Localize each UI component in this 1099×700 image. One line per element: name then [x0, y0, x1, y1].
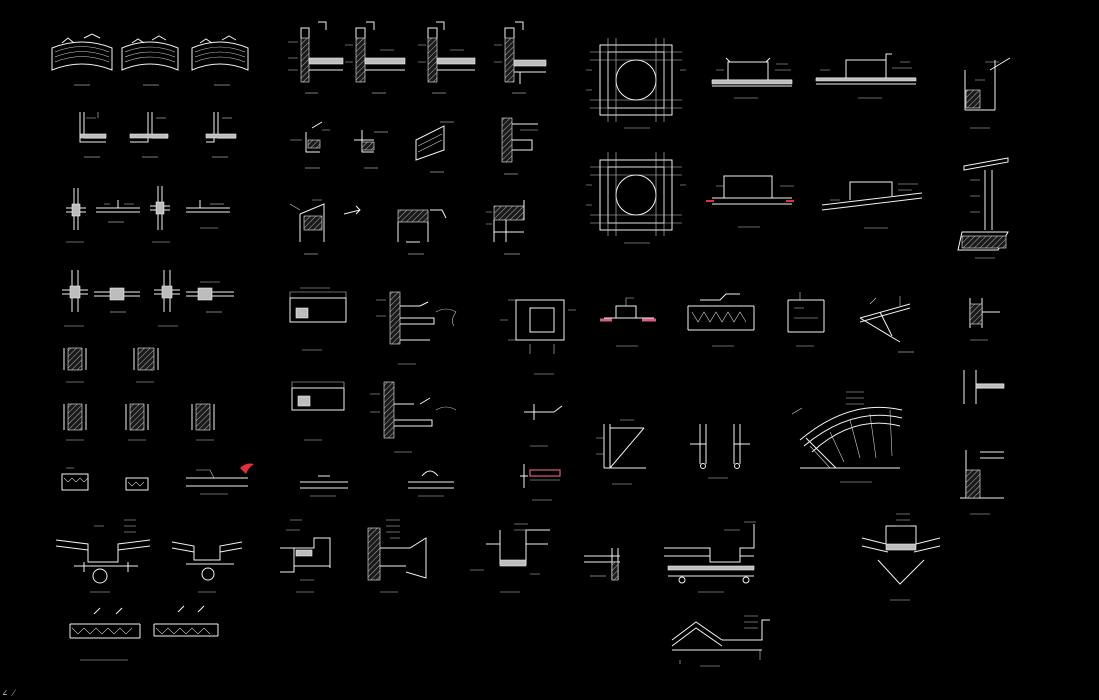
wall-cap-detail-right	[969, 298, 1000, 341]
hatched-block-5	[191, 403, 215, 441]
trough-section-1	[289, 287, 347, 351]
angle-detail-1	[79, 112, 107, 158]
parapet-section-3	[418, 21, 476, 94]
parapet-section-1	[288, 21, 344, 94]
trapezoid-gutter-section	[861, 513, 941, 601]
small-gutter-section	[584, 548, 620, 581]
skylight-section-c	[706, 175, 794, 228]
gutter-wall-detail	[501, 117, 538, 175]
curved-roof-detail-1	[51, 33, 113, 86]
column-pair-detail	[690, 424, 750, 479]
flashing-strip-1	[61, 467, 89, 491]
duct-box-section	[500, 299, 576, 375]
skylight-section-d	[821, 181, 923, 229]
parapet-section-2	[345, 21, 406, 94]
beam-connection-detail-2	[186, 200, 230, 229]
steel-bracket-elevation	[596, 419, 646, 485]
small-bracket-detail	[524, 404, 563, 447]
corner-marks: ∠ ⁄	[2, 689, 15, 699]
box-gutter-section-3	[470, 523, 550, 593]
ridge-vent-detail-pink	[600, 297, 656, 347]
roof-slab-section-e	[687, 293, 755, 347]
wall-cap-detail-right-2	[963, 370, 1005, 404]
gable-roof-section	[671, 615, 770, 667]
skylight-section-a	[711, 57, 793, 99]
skylight-plan-bottom	[586, 152, 686, 244]
curved-truss-elevation	[791, 391, 903, 483]
wall-corner-detail-1	[290, 121, 330, 169]
arrow-note-1	[343, 205, 361, 215]
curved-roof-detail-3	[191, 35, 249, 86]
long-gutter-section	[664, 521, 756, 593]
hatched-block-3	[63, 403, 87, 441]
eave-detail-right-3	[960, 450, 1004, 515]
parapet-gutter-section-1	[280, 519, 331, 593]
roof-edge-section-3	[486, 200, 525, 255]
box-gutter-section-1	[55, 519, 151, 593]
roof-edge-section-1	[289, 199, 325, 255]
curved-roof-detail-2	[121, 35, 179, 86]
beam-splice-detail-1	[94, 287, 140, 313]
skylight-plan-top	[586, 38, 686, 129]
hatched-block-1	[63, 347, 87, 383]
roof-slab-section-f	[787, 292, 825, 347]
eave-detail-top-right	[964, 57, 1011, 129]
eave-detail-right-2	[957, 157, 1009, 259]
flashing-strip-3	[300, 475, 348, 497]
wall-cornice-detail-1	[376, 291, 457, 365]
flashing-strip-4	[408, 470, 454, 497]
beam-splice-detail-2	[186, 281, 234, 313]
roof-edge-section-2	[397, 209, 447, 255]
column-base-detail-1	[62, 270, 88, 327]
column-joint-detail-2	[150, 186, 170, 243]
flashing-wave-1	[69, 607, 141, 661]
wall-cornice-detail-2	[370, 381, 457, 453]
trough-section-2	[291, 381, 345, 441]
hatched-block-2	[133, 347, 159, 383]
sloped-roof-edge-detail	[415, 121, 454, 173]
flashing-strip-2	[125, 477, 149, 491]
wall-corner-detail-2	[354, 130, 388, 169]
flashing-wave-2	[153, 605, 219, 637]
beam-connection-detail-1	[96, 200, 140, 223]
angle-detail-3	[205, 112, 237, 158]
skylight-section-b	[815, 53, 917, 99]
curved-beam-detail-small	[859, 296, 914, 353]
parapet-gutter-section-2	[367, 519, 427, 593]
plate-detail-pink	[520, 464, 561, 501]
hatched-block-4	[125, 403, 149, 441]
parapet-section-4	[494, 21, 547, 94]
flashing-strip-red-end	[186, 463, 254, 495]
column-base-detail-2	[154, 270, 180, 327]
angle-detail-2	[129, 112, 169, 158]
column-joint-detail-1	[66, 188, 86, 243]
box-gutter-section-2	[171, 541, 243, 593]
